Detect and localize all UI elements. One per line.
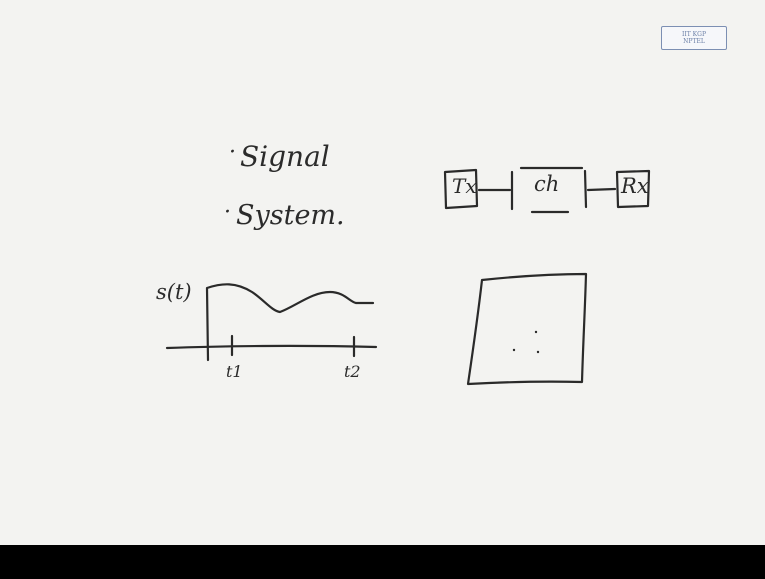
dot-2 [512,348,516,352]
tick-label-t2: t2 [344,362,361,381]
ch-box-right [583,169,588,209]
dot-3 [536,350,540,354]
tx-box [443,168,479,210]
bullet-dot-1: · [229,140,236,165]
rx-box [615,169,651,209]
drawn-rectangle [466,272,588,386]
bullet-system: System. [236,200,345,231]
logo-line-1: IIT KGP [682,31,706,38]
whiteboard: IIT KGP NPTEL · Signal · System. s(t) t1… [0,0,765,545]
signal-y-label: s(t) [156,280,192,304]
signal-waveform [205,283,375,362]
tick-label-t1: t1 [226,362,243,381]
nptel-logo: IIT KGP NPTEL [661,26,727,50]
connector-ch-rx [586,187,617,192]
logo-line-2: NPTEL [683,38,705,45]
block-rx-label: Rx [621,174,649,198]
letterbox-bar [0,545,765,579]
bullet-dot-2: · [224,200,231,225]
bullet-signal: Signal [240,140,330,173]
dot-1 [534,330,538,334]
block-tx-label: Tx [452,174,477,198]
time-axis [165,344,378,350]
handwriting-strokes [165,166,651,386]
block-ch-label: ch [534,172,560,196]
